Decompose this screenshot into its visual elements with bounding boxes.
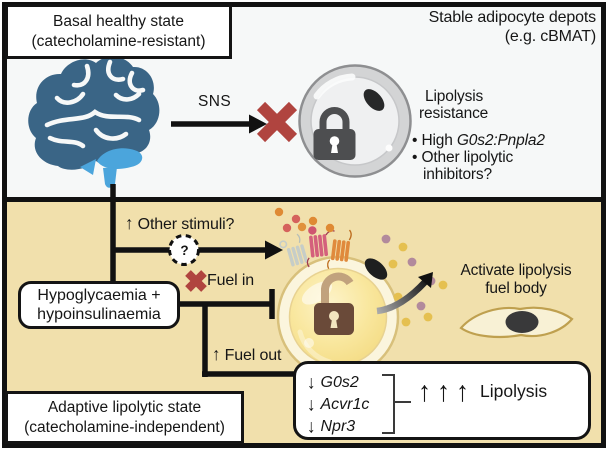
sns-label: SNS bbox=[198, 93, 232, 110]
gene-row-g0s2: ↓ G0s2 bbox=[307, 372, 359, 394]
nucleus bbox=[363, 89, 385, 111]
open-lock-icon bbox=[314, 272, 354, 335]
brain-stem bbox=[80, 148, 143, 188]
question-mark: ? bbox=[180, 243, 189, 258]
resistance-bullets: • High G0s2:Pnpla2 • Other lipolytic inh… bbox=[412, 132, 545, 183]
down-arrow-icon: ↓ bbox=[307, 372, 316, 393]
gene-name: G0s2 bbox=[320, 374, 359, 391]
stimuli-dots bbox=[274, 207, 335, 233]
basal-state-box: Basal healthy state (catecholamine-resis… bbox=[5, 4, 232, 59]
gene-name: Acvr1c bbox=[320, 396, 370, 413]
resistance-line2: resistance bbox=[419, 104, 489, 122]
depots-line1: Stable adipocyte depots bbox=[428, 9, 596, 26]
brain-sulci bbox=[44, 59, 146, 149]
basal-state-line2: (catecholamine-resistant) bbox=[31, 32, 206, 50]
section-divider bbox=[4, 197, 604, 202]
fuel-body-cell-icon bbox=[459, 306, 574, 339]
hypo-line1: Hypoglycaemia + bbox=[37, 286, 161, 304]
basal-state-line1: Basal healthy state bbox=[53, 12, 184, 30]
depots-label: Stable adipocyte depots (e.g. cBMAT) bbox=[398, 9, 596, 47]
gene-row-acvr1c: ↓ Acvr1c bbox=[307, 394, 369, 416]
up-arrow-icon: ↑ bbox=[125, 213, 134, 234]
gene-name: Npr3 bbox=[320, 418, 356, 435]
stimuli-arrowhead bbox=[265, 240, 283, 260]
other-stimuli-text: Other stimuli? bbox=[137, 216, 235, 233]
other-stimuli-label: ↑ Other stimuli? bbox=[125, 214, 234, 234]
activate-line1: Activate lipolysis bbox=[460, 262, 572, 279]
gene-lipolysis-box: ↓ G0s2 ↓ Acvr1c ↓ Npr3 ↑ ↑ ↑ Lipolysis bbox=[293, 361, 591, 440]
adaptive-state-line2: (catecholamine-independent) bbox=[24, 418, 225, 436]
receptor-gray bbox=[279, 233, 308, 267]
nucleus bbox=[505, 311, 539, 333]
down-arrow-icon: ↓ bbox=[307, 394, 316, 415]
closed-lock-icon bbox=[313, 107, 356, 160]
bullet1-text: High bbox=[421, 132, 457, 149]
locked-adipocyte-icon bbox=[298, 64, 412, 178]
unlocked-adipocyte-icon bbox=[276, 255, 400, 379]
brain-icon bbox=[28, 56, 160, 188]
gene-row-npr3: ↓ Npr3 bbox=[307, 416, 355, 438]
fuel-in-x-icon bbox=[185, 270, 207, 292]
up-arrow-icon: ↑ bbox=[456, 374, 469, 408]
activate-line2: fuel body bbox=[485, 280, 547, 298]
lipolysis-text: Lipolysis bbox=[480, 380, 548, 401]
adaptive-state-line1: Adaptive lipolytic state bbox=[47, 398, 202, 416]
fuel-in-label: Fuel in bbox=[207, 272, 254, 289]
resistance-line1: Lipolysis bbox=[425, 88, 484, 105]
lipolysis-up-label: ↑ ↑ ↑ Lipolysis bbox=[418, 374, 548, 408]
sns-arrowhead bbox=[249, 114, 267, 134]
sns-blocked-x-icon bbox=[256, 101, 298, 143]
up-arrow-icon: ↑ bbox=[437, 374, 450, 408]
receptor-orange bbox=[327, 229, 352, 270]
bullet-high-g0s2: • High G0s2:Pnpla2 bbox=[412, 132, 545, 149]
activate-lipolysis-label: Activate lipolysis fuel body bbox=[443, 262, 589, 299]
hypoglycaemia-box: Hypoglycaemia + hypoinsulinaemia bbox=[18, 281, 180, 329]
down-arrow-icon: ↓ bbox=[307, 416, 316, 437]
up-arrow-icon: ↑ bbox=[418, 374, 431, 408]
hypo-line2: hypoinsulinaemia bbox=[37, 306, 161, 323]
fuel-out-label: ↑ Fuel out bbox=[212, 345, 281, 365]
bullet2-text: Other lipolytic bbox=[421, 149, 514, 166]
bullet-icon: • bbox=[412, 132, 418, 149]
question-circle bbox=[168, 234, 200, 266]
gene-bracket bbox=[382, 374, 395, 434]
adaptive-state-box: Adaptive lipolytic state (catecholamine-… bbox=[5, 391, 244, 444]
depots-line2: (e.g. cBMAT) bbox=[504, 27, 596, 45]
bullet-icon: • bbox=[412, 149, 418, 166]
gene-bracket-connector bbox=[393, 401, 411, 403]
nucleus bbox=[364, 258, 388, 280]
lipolysis-resistance-label: Lipolysis resistance bbox=[419, 88, 489, 122]
fuel-out-text: Fuel out bbox=[224, 347, 282, 364]
secretion-arrow bbox=[376, 272, 433, 315]
up-arrow-icon: ↑ bbox=[212, 344, 221, 365]
bullet-other-inhibitors-cont: inhibitors? bbox=[423, 166, 493, 183]
bullet1-gene: G0s2:Pnpla2 bbox=[456, 132, 545, 149]
bullet-other-inhibitors: • Other lipolytic bbox=[412, 149, 545, 166]
